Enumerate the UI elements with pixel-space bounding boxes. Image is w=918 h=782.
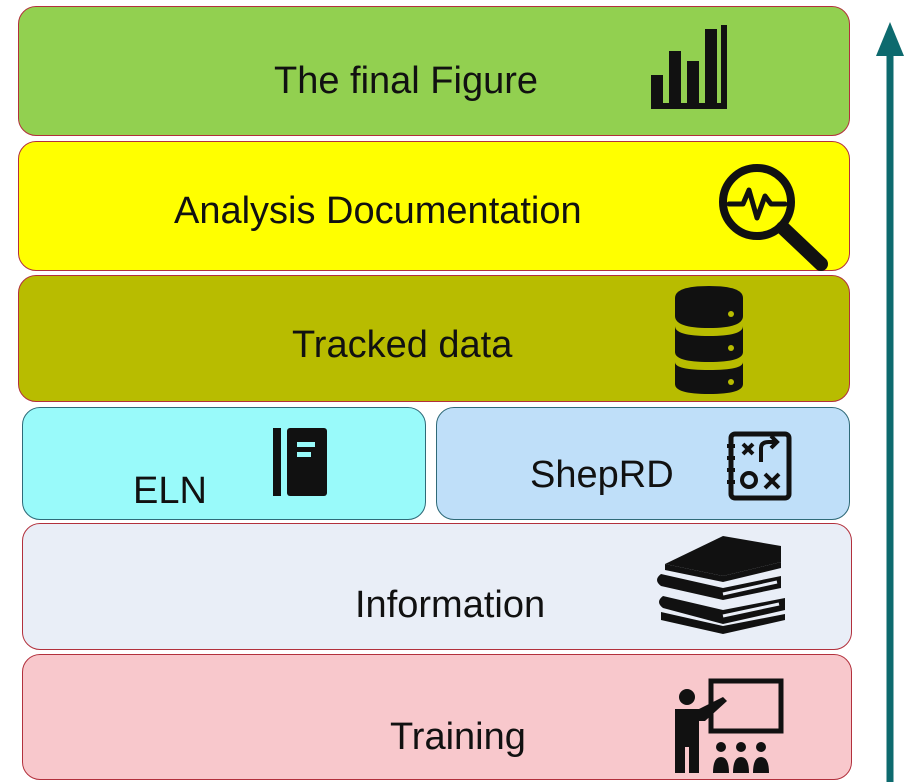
layer-information-label: Information — [355, 584, 546, 626]
database-icon — [675, 286, 743, 394]
magnifier-pulse-icon — [719, 164, 828, 271]
layer-final-figure: The final Figure — [18, 6, 850, 136]
layer-tracked-data-label: Tracked data — [292, 324, 513, 366]
presentation-icon — [675, 678, 784, 773]
layer-analysis-documentation-label: Analysis Documentation — [174, 190, 582, 232]
strategy-board-icon — [727, 431, 792, 501]
layer-information: Information — [22, 523, 852, 650]
layer-eln-label: ELN — [133, 470, 207, 512]
layer-sheprd-label: ShepRD — [530, 454, 674, 496]
layer-sheprd: ShepRD — [436, 407, 850, 520]
layer-training-label: Training — [390, 716, 526, 758]
notebook-icon — [273, 428, 327, 496]
layer-final-figure-label: The final Figure — [274, 60, 539, 102]
layer-tracked-data: Tracked data — [18, 275, 850, 402]
layer-training: Training — [22, 654, 852, 780]
layer-analysis-documentation: Analysis Documentation — [18, 141, 850, 271]
bar-chart-icon — [651, 25, 727, 109]
upward-arrow — [876, 22, 904, 782]
layer-eln: ELN — [22, 407, 426, 520]
stacked-books-icon — [657, 536, 785, 634]
